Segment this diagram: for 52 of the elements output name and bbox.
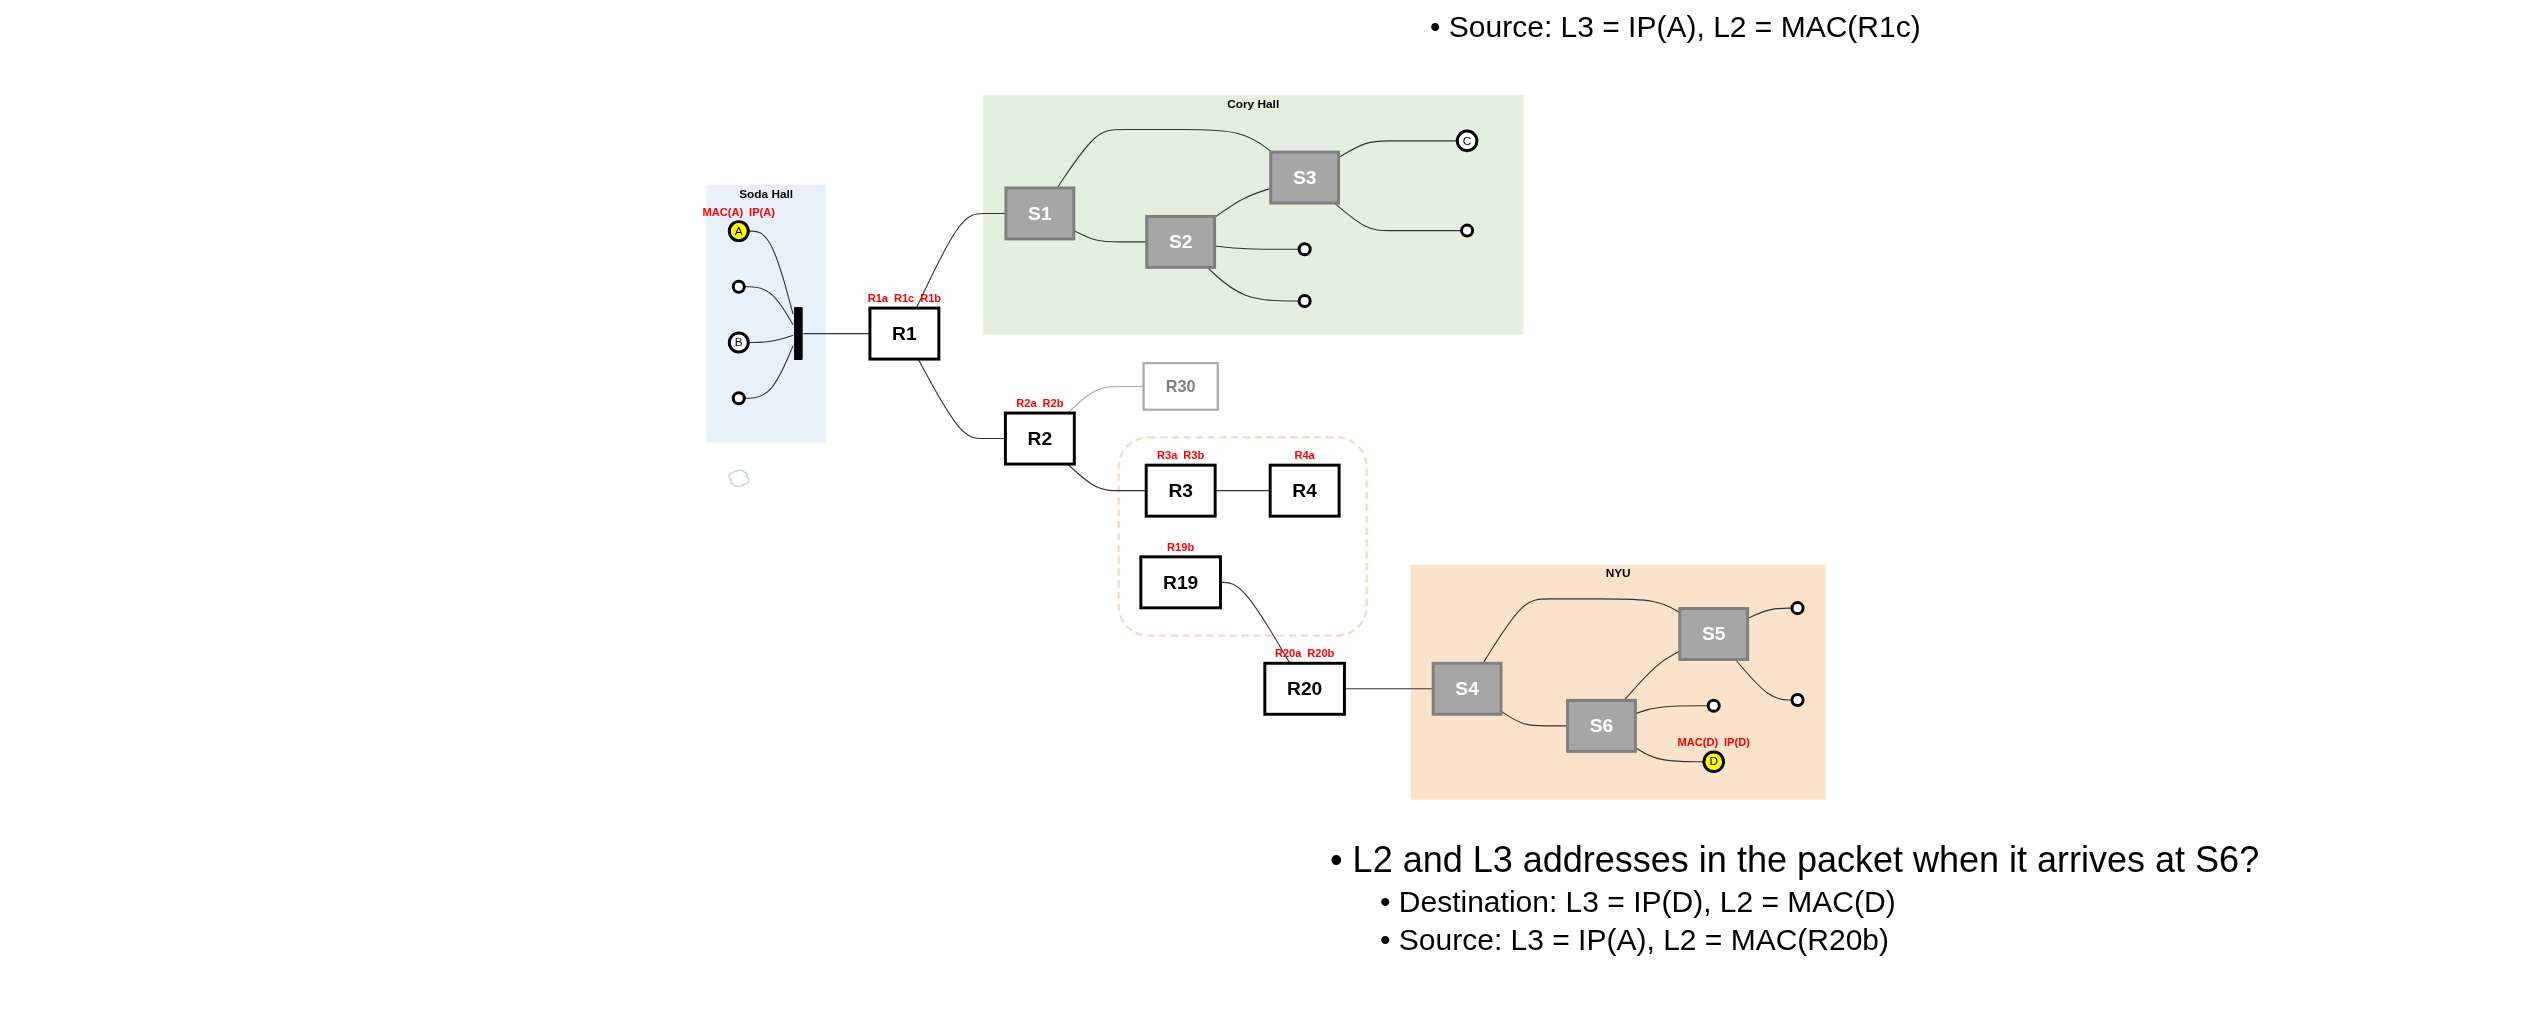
node-circle (731, 279, 746, 294)
node-circle: D (1702, 750, 1725, 774)
answer-text: • Destination: L3 = IP(D), L2 = MAC(D) (1380, 885, 1897, 919)
connector (1214, 245, 1300, 250)
node-box: R1 (868, 306, 941, 361)
address-label: R2a (1016, 397, 1037, 410)
node-box: R30 (1142, 362, 1219, 411)
node-box: R4 (1268, 463, 1341, 518)
address-label: R1c (893, 292, 915, 305)
node-box: S1 (1004, 186, 1076, 241)
connector (1747, 607, 1793, 619)
node-box: R2 (1003, 411, 1076, 466)
connector (747, 334, 794, 344)
address-label: R3a (1157, 449, 1178, 462)
node-circle (1790, 601, 1805, 616)
node-circle (1790, 693, 1805, 708)
node-circle (1706, 698, 1721, 713)
node-circle (1297, 294, 1312, 309)
connector (743, 286, 794, 326)
node-box: S4 (1431, 661, 1503, 716)
node-circle (731, 391, 746, 406)
address-label: R1b (920, 292, 942, 305)
connector (1338, 140, 1458, 159)
node-circle: A (727, 220, 750, 243)
node-cloud (728, 469, 750, 488)
address-label: IP(D) (1724, 736, 1750, 748)
node-box: S2 (1145, 214, 1217, 269)
address-label: R1a (867, 292, 889, 305)
node-circle (1460, 223, 1475, 238)
cluster (1117, 436, 1368, 637)
address-label: R20a (1274, 647, 1302, 660)
node-circle: B (727, 331, 750, 354)
connector (743, 345, 794, 399)
node-box: R3 (1144, 463, 1217, 518)
address-label: R19b (1167, 540, 1195, 553)
answer-text: • Source: L3 = IP(A), L2 = MAC(R20b) (1380, 923, 1891, 957)
address-label: MAC(D) (1677, 736, 1719, 748)
node-box: R19 (1139, 555, 1222, 610)
question-text: • L2 and L3 addresses in the packet when it arrives at S6? (1330, 839, 2260, 881)
address-label: R4a (1294, 449, 1315, 462)
node-box: S3 (1269, 150, 1341, 205)
address-label: R2b (1042, 397, 1064, 410)
address-label: IP(A) (749, 205, 775, 218)
node-box: R20 (1263, 661, 1346, 716)
connector (747, 230, 794, 315)
answer-text: • Source: L3 = IP(A), L2 = MAC(R1c) (1430, 10, 1921, 44)
address-label: R20b (1307, 647, 1335, 660)
node-circle: C (1455, 129, 1479, 153)
address-label: R3b (1183, 449, 1205, 462)
node-box: S6 (1566, 698, 1637, 753)
node-box: S5 (1678, 607, 1750, 661)
node-circle (1297, 242, 1312, 257)
